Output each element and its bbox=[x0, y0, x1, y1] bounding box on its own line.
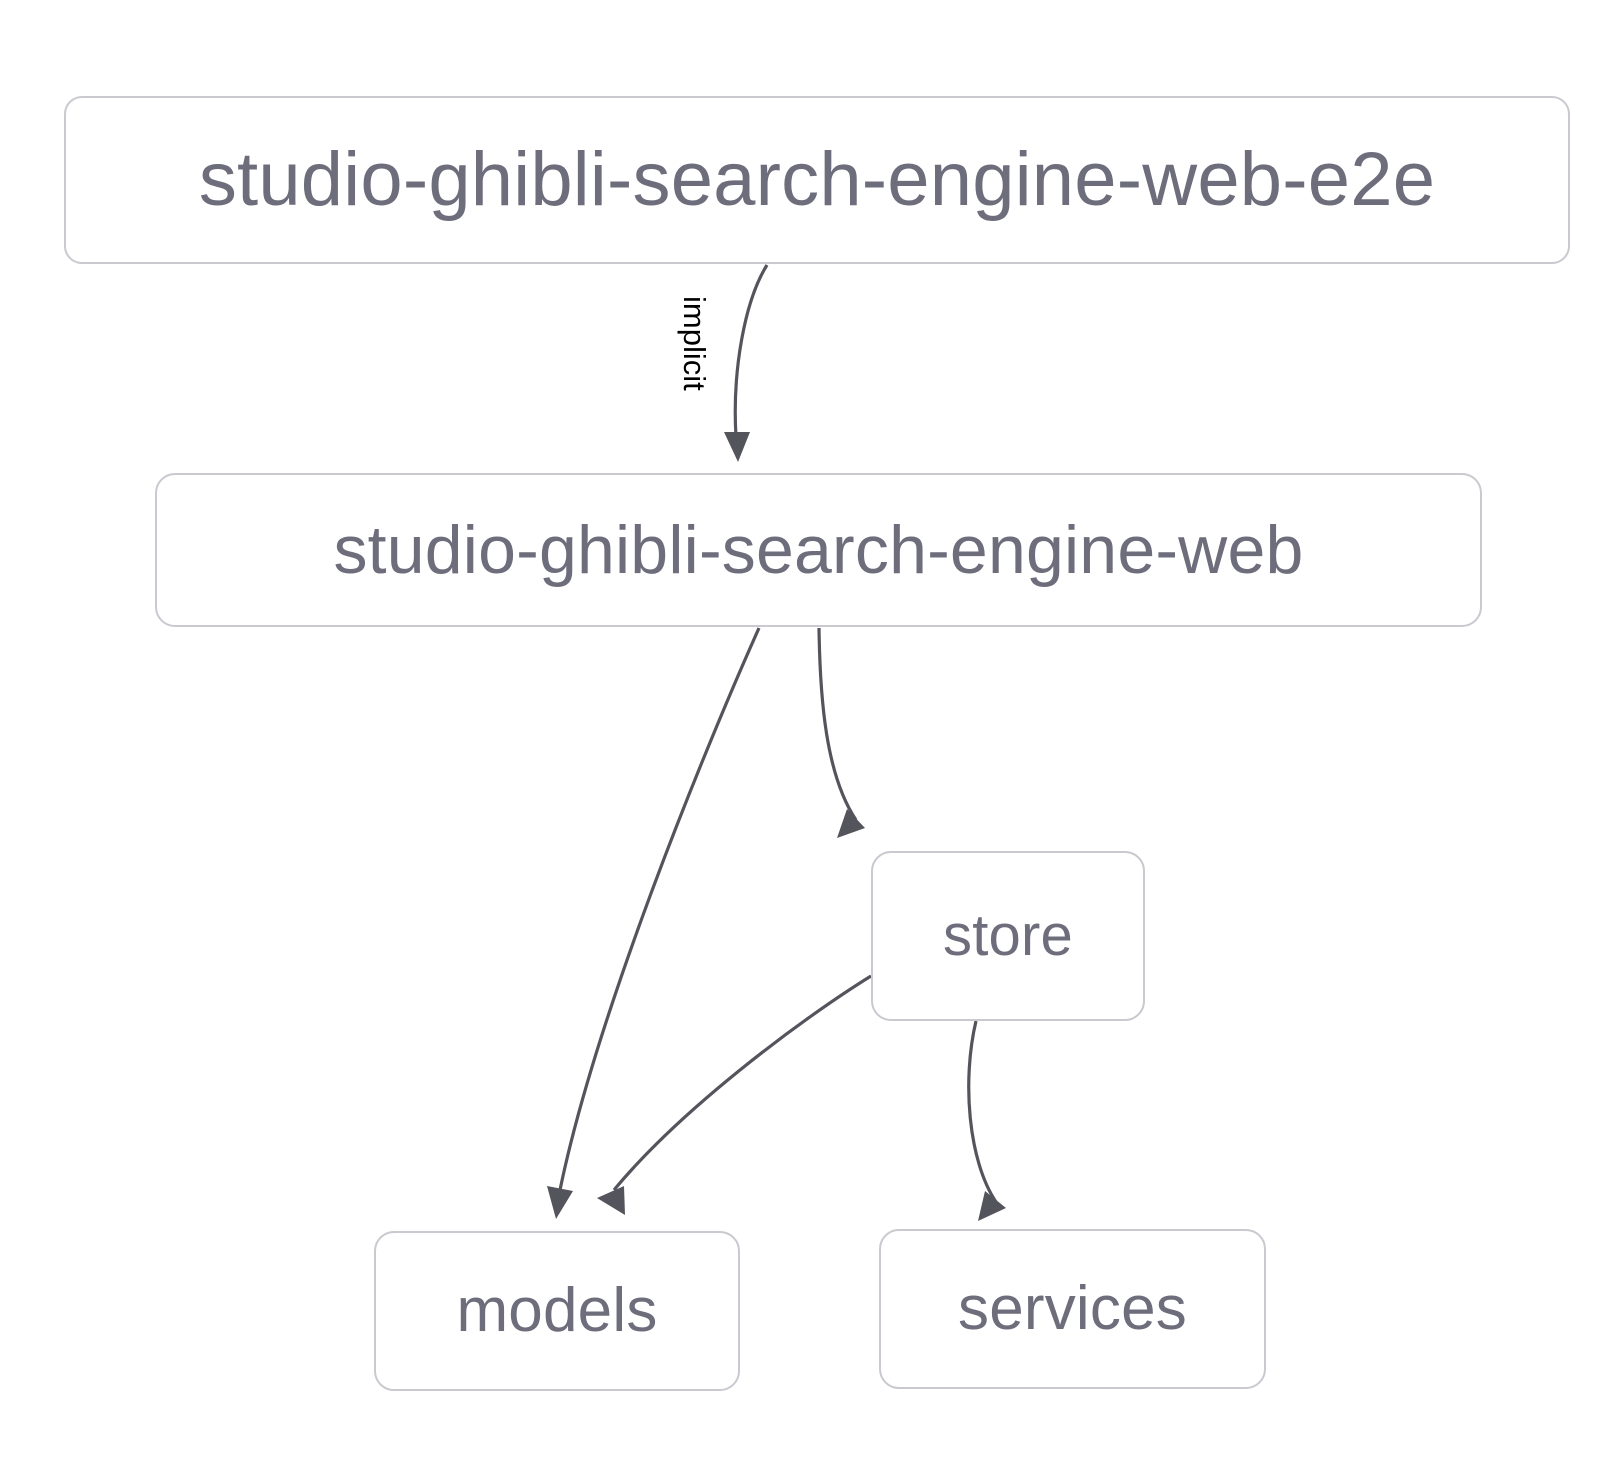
edge-web-to-models bbox=[547, 627, 761, 1219]
edge-label-implicit: implicit bbox=[677, 296, 712, 391]
edge-store-to-services bbox=[967, 1020, 1006, 1221]
edge-web-to-store bbox=[817, 627, 865, 838]
node-label: store bbox=[943, 903, 1073, 968]
node-models[interactable]: models bbox=[374, 1231, 740, 1391]
node-studio-ghibli-search-engine-web-e2e[interactable]: studio-ghibli-search-engine-web-e2e bbox=[64, 96, 1570, 264]
node-label: studio-ghibli-search-engine-web-e2e bbox=[198, 137, 1436, 222]
node-label: models bbox=[456, 1276, 658, 1345]
node-store[interactable]: store bbox=[871, 851, 1145, 1021]
node-label: services bbox=[958, 1274, 1187, 1343]
node-services[interactable]: services bbox=[879, 1229, 1266, 1389]
node-label: studio-ghibli-search-engine-web bbox=[333, 512, 1304, 588]
node-studio-ghibli-search-engine-web[interactable]: studio-ghibli-search-engine-web bbox=[155, 473, 1482, 627]
edge-store-to-models bbox=[597, 974, 872, 1215]
edge-e2e-to-web bbox=[724, 264, 769, 462]
